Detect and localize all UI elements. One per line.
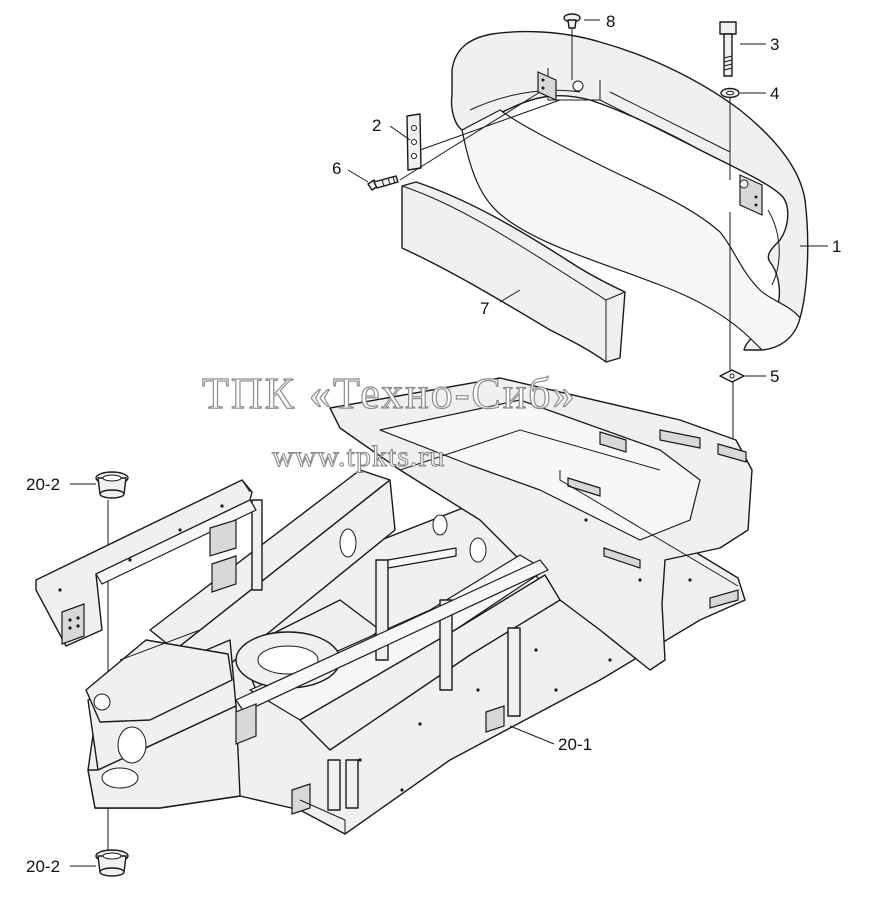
callout-6: 6 (332, 159, 341, 178)
washer-part-4 (720, 87, 740, 99)
lock-plate-part-5 (719, 369, 745, 383)
upper-frame-part (35, 377, 753, 835)
watermark-url: www.tpkts.ru (272, 440, 445, 473)
assembly-axis-lines (107, 28, 734, 852)
callout-1: 1 (832, 237, 841, 256)
cap-part-8 (563, 13, 581, 29)
callout-20-2-top: 20-2 (26, 475, 60, 494)
watermark-company: ТПК «Техно-Сиб» (202, 369, 577, 418)
callout-3: 3 (770, 35, 779, 54)
callout-7: 7 (480, 299, 489, 318)
callout-2: 2 (372, 116, 381, 135)
callout-labels: 1 2 3 4 5 6 7 8 20-1 20-2 20-2 (26, 12, 841, 876)
callout-20-2-bottom: 20-2 (26, 857, 60, 876)
counterweight-part (450, 30, 809, 351)
watermark: ТПК «Техно-Сиб» www.tpkts.ru (201, 368, 577, 473)
callout-20-1: 20-1 (558, 735, 592, 754)
callout-8: 8 (606, 12, 615, 31)
callout-leaders (70, 19, 828, 867)
bushing-top-part (95, 471, 129, 499)
bushing-bottom-part (95, 849, 129, 877)
bolt-part-6 (367, 175, 399, 191)
long-bolt-part-3 (719, 21, 737, 77)
bracket-plate-part (406, 113, 422, 171)
callout-5: 5 (770, 367, 779, 386)
callout-4: 4 (770, 84, 779, 103)
rubber-pad-part (401, 181, 626, 363)
